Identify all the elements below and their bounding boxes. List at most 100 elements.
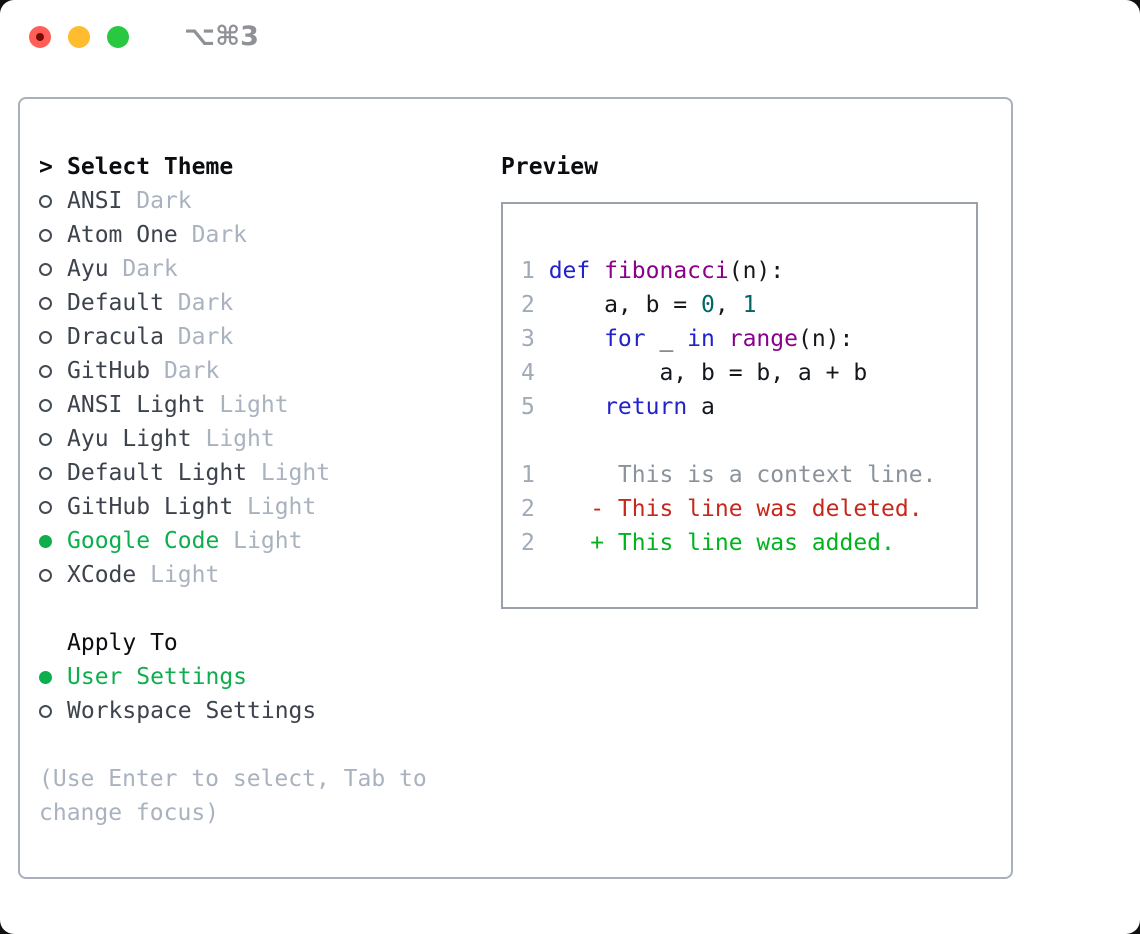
token-lit: 0 — [701, 292, 715, 318]
theme-name: GitHub Light — [67, 494, 234, 520]
radio-icon — [39, 568, 67, 582]
titlebar: ⌥⌘3 — [29, 21, 259, 52]
theme-variant: Dark — [163, 324, 234, 350]
apply-to-header: Apply To — [39, 626, 427, 660]
theme-name: Google Code — [67, 528, 220, 554]
token-pln — [549, 394, 604, 420]
theme-name: XCode — [67, 562, 137, 588]
theme-variant: Dark — [163, 290, 234, 316]
line-number: 5 — [521, 394, 535, 420]
theme-name: Dracula — [67, 324, 164, 350]
diff-line-context: 1 This is a context line. — [521, 458, 976, 492]
radio-icon — [39, 704, 67, 718]
minimize-button-icon[interactable] — [68, 26, 90, 48]
token-pln: a, b = — [548, 292, 702, 318]
spacer — [39, 728, 427, 762]
apply-to-label: Apply To — [67, 630, 178, 656]
theme-variant: Dark — [108, 256, 178, 282]
theme-name: ANSI Light — [67, 392, 206, 418]
radio-icon — [39, 296, 67, 310]
code-line: 5 return a — [521, 390, 976, 424]
line-number: 1 — [521, 462, 535, 488]
theme-variant: Light — [247, 460, 331, 486]
theme-option-xcode-light[interactable]: XCode Light — [39, 558, 427, 592]
token-pln: (n): — [728, 258, 785, 284]
help-text-line2: change focus) — [39, 800, 220, 826]
theme-variant: Dark — [177, 222, 248, 248]
theme-name: Default Light — [67, 460, 248, 486]
token-kwd: def — [548, 258, 591, 284]
token-kwd: return — [604, 394, 688, 420]
cursor-caret-icon: > — [39, 154, 53, 180]
line-number: 2 — [521, 496, 535, 522]
diff-text: - This line was deleted. — [548, 496, 923, 522]
radio-selected-icon — [39, 670, 67, 684]
zoom-button-icon[interactable] — [107, 26, 129, 48]
token-kwd: for — [604, 326, 646, 352]
theme-option-default-dark[interactable]: Default Dark — [39, 286, 427, 320]
theme-name: Atom One — [67, 222, 178, 248]
preview-label: Preview — [501, 154, 598, 180]
theme-variant: Light — [136, 562, 220, 588]
radio-icon — [39, 262, 67, 276]
code-line: 2 a, b = 0, 1 — [521, 288, 976, 322]
line-number: 1 — [521, 258, 535, 284]
theme-variant: Dark — [150, 358, 220, 384]
theme-name: Ayu Light — [67, 426, 192, 452]
token-pln — [715, 326, 729, 352]
token-pln: a, b = b, a + b — [548, 360, 868, 386]
token-pln: _ — [645, 326, 688, 352]
theme-option-atom-one-dark[interactable]: Atom One Dark — [39, 218, 427, 252]
diff-text: This is a context line. — [548, 462, 937, 488]
spacer — [39, 592, 427, 626]
token-typ: range — [728, 326, 798, 352]
theme-option-google-code-light[interactable]: Google Code Light — [39, 524, 427, 558]
diff-preview: 1 This is a context line.2 - This line w… — [521, 458, 976, 560]
theme-option-github-light-light[interactable]: GitHub Light Light — [39, 490, 427, 524]
line-number: 4 — [521, 360, 535, 386]
radio-icon — [39, 194, 67, 208]
theme-option-ansi-light-light[interactable]: ANSI Light Light — [39, 388, 427, 422]
theme-name: Default — [67, 290, 164, 316]
diff-text: + This line was added. — [548, 530, 895, 556]
theme-variant: Light — [219, 528, 303, 554]
line-number: 2 — [521, 292, 535, 318]
token-lit: 1 — [742, 292, 757, 318]
diff-line-added: 2 + This line was added. — [521, 526, 976, 560]
token-pln — [590, 258, 604, 284]
theme-variant: Dark — [122, 188, 192, 214]
theme-option-github-dark[interactable]: GitHub Dark — [39, 354, 427, 388]
radio-icon — [39, 432, 67, 446]
radio-icon — [39, 500, 67, 514]
theme-option-ayu-dark[interactable]: Ayu Dark — [39, 252, 427, 286]
token-kwd: in — [687, 326, 715, 352]
apply-option-workspace-settings[interactable]: Workspace Settings — [39, 694, 427, 728]
diff-line-deleted: 2 - This line was deleted. — [521, 492, 976, 526]
apply-option-user-settings[interactable]: User Settings — [39, 660, 427, 694]
line-number: 3 — [521, 326, 535, 352]
theme-option-ayu-light-light[interactable]: Ayu Light Light — [39, 422, 427, 456]
select-theme-label: Select Theme — [67, 154, 234, 180]
code-line: 4 a, b = b, a + b — [521, 356, 976, 390]
theme-name: Ayu — [67, 256, 109, 282]
radio-selected-icon — [39, 534, 67, 548]
theme-option-dracula-dark[interactable]: Dracula Dark — [39, 320, 427, 354]
line-number: 2 — [521, 530, 535, 556]
window-title: ⌥⌘3 — [184, 21, 259, 52]
token-pln: (n): — [797, 326, 854, 352]
apply-option-label: Workspace Settings — [67, 698, 317, 724]
theme-option-ansi-dark[interactable]: ANSI Dark — [39, 184, 427, 218]
theme-name: ANSI — [67, 188, 123, 214]
theme-variant: Light — [233, 494, 317, 520]
close-button-icon[interactable] — [29, 26, 51, 48]
token-typ: fibonacci — [604, 258, 729, 284]
theme-option-default-light-light[interactable]: Default Light Light — [39, 456, 427, 490]
code-line: 1 def fibonacci(n): — [521, 254, 976, 288]
